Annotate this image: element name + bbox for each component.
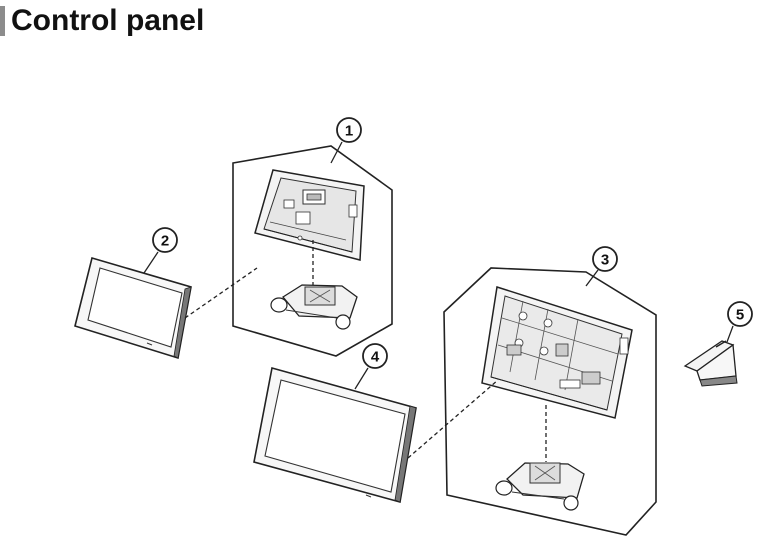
callout-1-leader bbox=[330, 141, 343, 164]
callout-4-number: 4 bbox=[371, 349, 380, 366]
callout-1: 1 bbox=[336, 117, 362, 143]
callout-5-leader bbox=[726, 325, 734, 343]
callout-2-leader bbox=[143, 251, 159, 274]
part-4-large-display bbox=[253, 366, 417, 504]
callout-4: 4 bbox=[362, 343, 388, 369]
callout-5: 5 bbox=[727, 301, 753, 327]
part-2-guide-line bbox=[184, 267, 258, 319]
page-title: Control panel bbox=[11, 4, 205, 37]
part-5-flat-cable bbox=[683, 340, 738, 387]
part-3-rear-cover bbox=[481, 286, 633, 419]
part-3-hinge bbox=[495, 462, 585, 511]
callout-3-leader bbox=[585, 269, 599, 287]
callout-3: 3 bbox=[592, 246, 618, 272]
part-1-hinge bbox=[270, 284, 358, 330]
part-1-bracket bbox=[254, 169, 365, 261]
part-1-group-outline bbox=[232, 145, 393, 357]
part-4-guide-line bbox=[407, 379, 499, 459]
callout-4-leader bbox=[354, 367, 369, 390]
callout-3-number: 3 bbox=[601, 252, 609, 269]
page-header: Control panel bbox=[0, 2, 204, 40]
callout-5-number: 5 bbox=[736, 307, 744, 324]
title-accent-bar bbox=[0, 6, 5, 36]
callout-2: 2 bbox=[152, 227, 178, 253]
callout-1-number: 1 bbox=[345, 123, 353, 140]
callout-2-number: 2 bbox=[161, 233, 169, 250]
part-2-small-display bbox=[74, 256, 192, 360]
part-3-group-outline bbox=[443, 267, 657, 536]
